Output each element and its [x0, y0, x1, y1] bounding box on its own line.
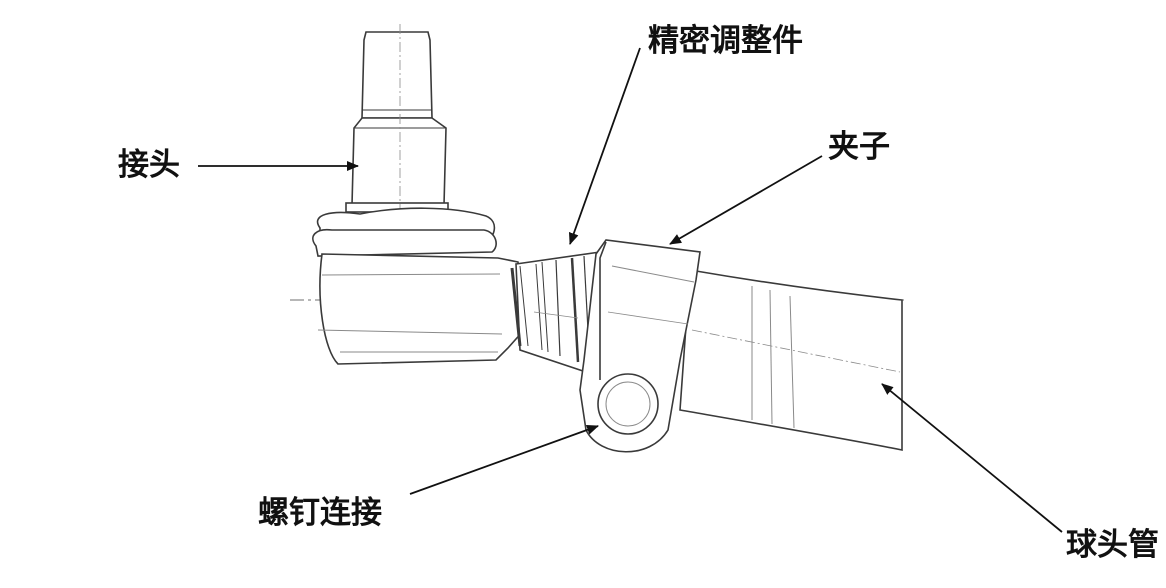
label-clamp: 夹子: [828, 129, 890, 165]
screw-connection-arrow: [409, 425, 599, 495]
label-precision-adjuster: 精密调整件: [648, 23, 803, 59]
label-joint: 接头: [118, 147, 180, 183]
joint-housing: [312, 207, 525, 365]
precision-adjuster: [510, 251, 605, 380]
label-ball-tube: 球头管: [1066, 527, 1159, 563]
label-screw-connection: 螺钉连接: [258, 495, 382, 531]
clamp-arrow: [669, 155, 823, 245]
screw-bolt: [597, 373, 659, 435]
ball-tube-arrow: [881, 383, 1063, 533]
ball-stud: [345, 24, 449, 365]
ball-tube: [679, 269, 903, 451]
precision-adjuster-arrow: [568, 47, 641, 245]
